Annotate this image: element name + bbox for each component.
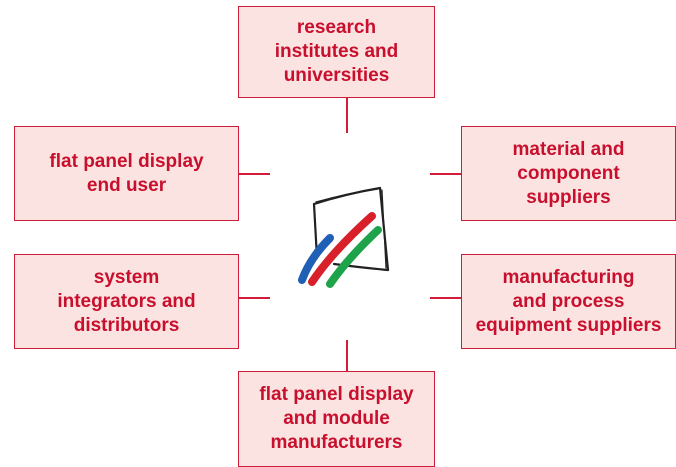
node-research-institutes: research institutes and universities (238, 6, 435, 98)
logo-frame-bottom (332, 262, 390, 272)
node-research-institutes-label: research institutes and universities (274, 17, 399, 86)
node-end-user: flat panel display end user (14, 126, 239, 221)
node-module-manufacturers-label: flat panel display and module manufactur… (259, 384, 414, 453)
logo-stroke-blue (298, 234, 334, 284)
node-system-integrators: system integrators and distributors (14, 254, 239, 349)
connector-upper-left (238, 173, 270, 175)
display-brush-logo-icon (298, 186, 390, 288)
logo-frame-sketch (315, 188, 379, 203)
node-material-suppliers: material and component suppliers (461, 126, 676, 221)
connector-lower-left (238, 297, 270, 299)
logo-frame-sketch-right (381, 189, 387, 269)
connector-top (346, 97, 348, 133)
connector-lower-right (430, 297, 462, 299)
connector-bottom (346, 340, 348, 372)
node-material-suppliers-label: material and component suppliers (512, 138, 625, 208)
node-module-manufacturers: flat panel display and module manufactur… (238, 371, 435, 467)
node-equipment-suppliers-label: manufacturing and process equipment supp… (475, 266, 662, 336)
logo-stroke-red (308, 212, 376, 286)
logo-stroke-green (326, 226, 382, 288)
connector-upper-right (430, 173, 462, 175)
node-end-user-label: flat panel display end user (49, 150, 204, 196)
node-equipment-suppliers: manufacturing and process equipment supp… (461, 254, 676, 349)
node-system-integrators-label: system integrators and distributors (57, 266, 196, 336)
